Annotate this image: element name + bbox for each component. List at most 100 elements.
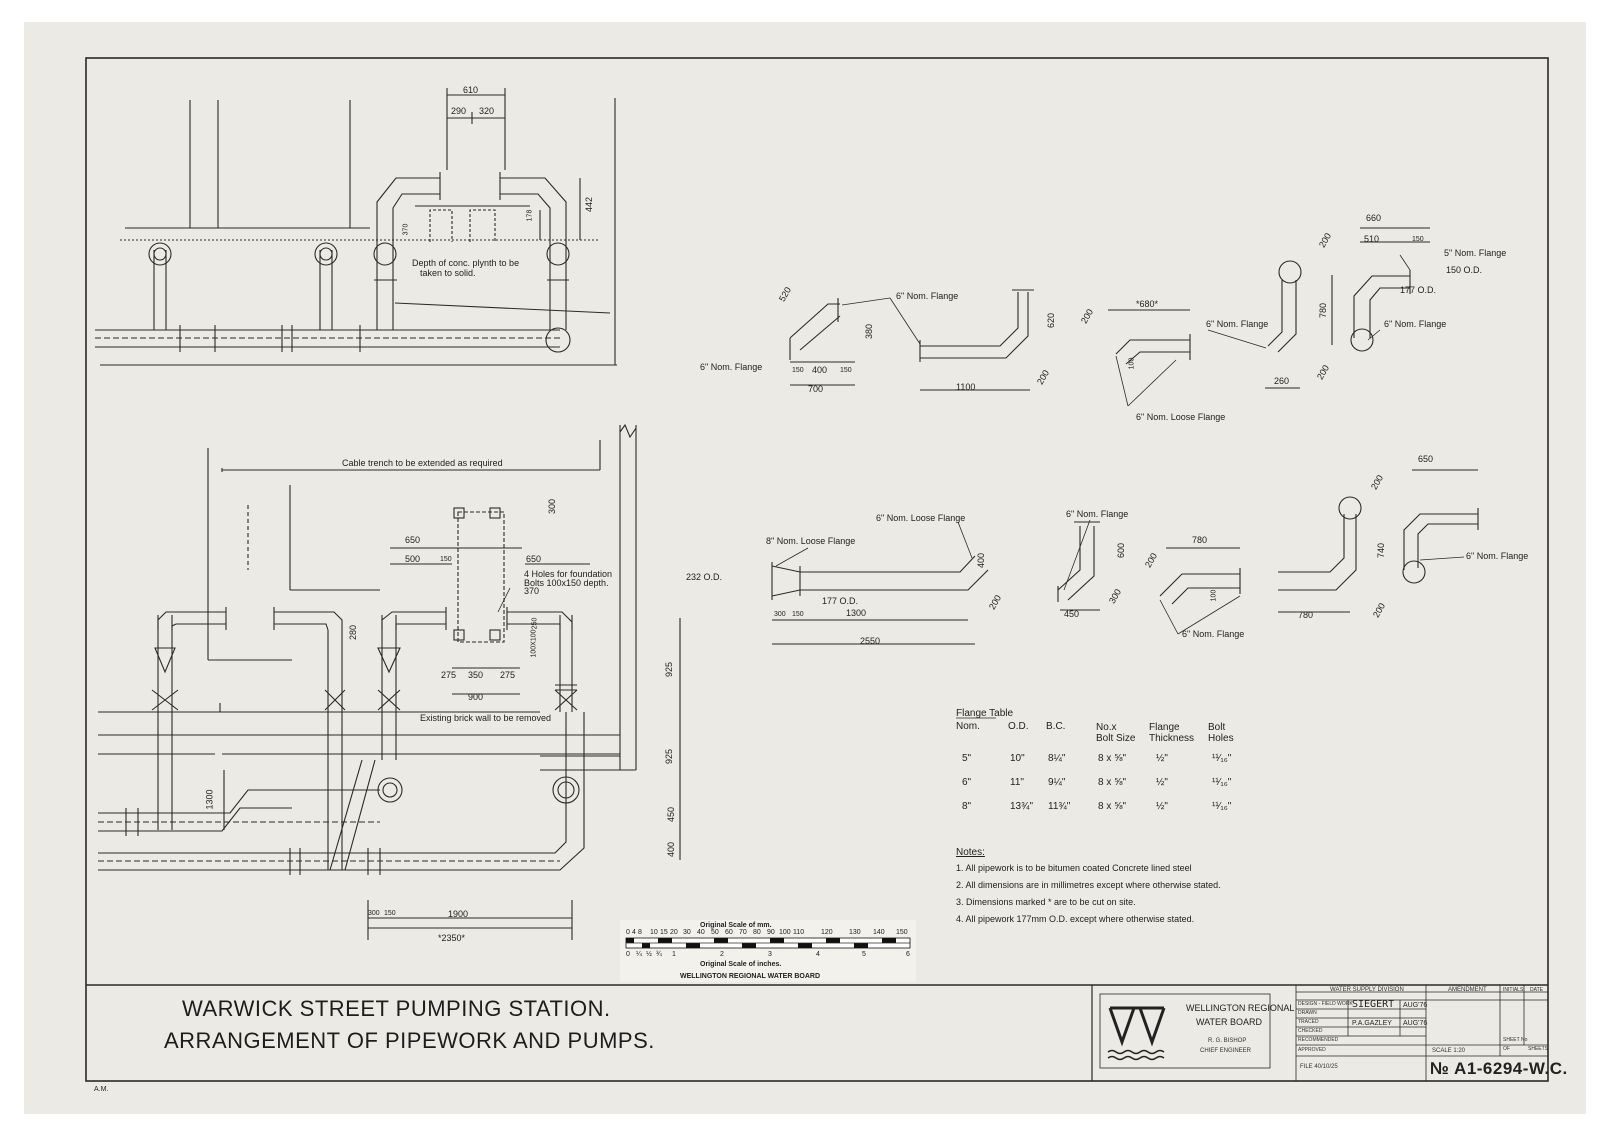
scale-tick: 70: [739, 929, 747, 936]
dim-450-d6: 450: [1064, 609, 1080, 619]
note-item-4: 4. All pipework 177mm O.D. except where …: [956, 914, 1195, 924]
row-label-recommended: RECOMMENDED: [1298, 1037, 1339, 1043]
corner-initials: A.M.: [94, 1086, 109, 1093]
leader-lines: [497, 254, 1465, 635]
label-od-177-top: 177 O.D.: [1400, 285, 1437, 295]
note-item-3: 3. Dimensions marked * are to be cut on …: [956, 897, 1136, 907]
dim-700: 700: [808, 384, 824, 394]
scale-tick: 4: [632, 929, 636, 936]
dim-740: 740: [1376, 542, 1387, 559]
table-cell: 10": [1010, 753, 1025, 764]
table-cell: ½": [1156, 801, 1168, 812]
flange-table-header-bolt-size: No.x Bolt Size: [1096, 722, 1136, 744]
scale-tick: 100: [779, 929, 791, 936]
dim-510: 510: [1364, 234, 1380, 244]
top-elevation-lines: [95, 88, 617, 366]
scale-tick: 2: [720, 951, 724, 958]
plan-lines: [98, 423, 681, 940]
table-cell: ¹¹⁄₁₆": [1212, 801, 1232, 812]
scale-bar-graphics: [620, 920, 916, 982]
dim-1300-d5: 1300: [846, 608, 867, 618]
label-loose-flange-8in: 8" Nom. Loose Flange: [766, 536, 856, 546]
row-label-design: DESIGN - FIELD WORK: [1298, 1001, 1353, 1007]
table-cell: 13¾": [1010, 801, 1034, 812]
dim-300-d5: 300: [774, 611, 786, 618]
dim-260: 260: [1274, 376, 1290, 386]
dim-150-bottom: 150: [384, 910, 396, 917]
dim-610: 610: [463, 85, 479, 95]
dim-100-d3: 100: [1128, 357, 1136, 370]
drawing-title-line1: WARWICK STREET PUMPING STATION.: [182, 996, 611, 1021]
scale-tick: 0: [626, 929, 630, 936]
dim-290: 290: [451, 106, 467, 116]
dim-300-plan: 300: [547, 498, 558, 515]
table-cell: 8¼": [1048, 753, 1066, 764]
dim-275-left: 275: [441, 670, 457, 680]
dim-350: 350: [468, 670, 484, 680]
notes-title: Notes:: [956, 847, 985, 858]
org-name-line2: WATER BOARD: [1196, 1017, 1263, 1027]
scale-tick: 60: [725, 929, 733, 936]
dim-275-right: 275: [500, 670, 516, 680]
label-flange-d6: 6" Nom. Flange: [1066, 509, 1129, 519]
scale-tick: 50: [711, 929, 719, 936]
table-cell: ½": [1156, 753, 1168, 764]
scale-tick: 20: [670, 929, 678, 936]
note-cable-trench: Cable trench to be extended as required: [342, 458, 503, 468]
traced-name: P.A.GAZLEY: [1352, 1020, 1392, 1027]
initials-label: INITIALS: [1503, 987, 1524, 993]
dim-780-d4: 780: [1318, 302, 1329, 319]
dim-600: 600: [1116, 542, 1127, 559]
dim-680: *680*: [1136, 299, 1159, 309]
scale-in-label: Original Scale of inches.: [700, 961, 782, 968]
table-cell: 8": [962, 801, 972, 812]
dim-2350: *2350*: [438, 933, 466, 943]
dim-100x100: 100X100: [530, 629, 538, 658]
dim-442: 442: [584, 196, 595, 213]
design-date: AUG'76: [1403, 1002, 1428, 1009]
flange-table-title: Flange Table: [956, 708, 1014, 719]
date-label: DATE: [1530, 987, 1543, 993]
file-number: FILE 40/10/25: [1300, 1064, 1338, 1070]
scale-tick: 15: [660, 929, 668, 936]
dim-320: 320: [479, 106, 495, 116]
dim-2550: 2550: [860, 636, 881, 646]
dim-1300-plan: 1300: [204, 789, 215, 810]
table-cell: ¹¹⁄₁₆": [1212, 777, 1232, 788]
scale-tick: 4: [816, 951, 820, 958]
dim-1900: 1900: [448, 909, 469, 919]
note-brick-wall: Existing brick wall to be removed: [420, 713, 552, 723]
dim-780-d7: 780: [1192, 535, 1208, 545]
dim-900: 900: [468, 692, 484, 702]
engineer-name: R. G. BISHOP: [1208, 1038, 1247, 1044]
traced-date: AUG'76: [1403, 1020, 1428, 1027]
dim-650-right: 650: [526, 554, 542, 564]
top-details-lines: [789, 227, 1430, 391]
label-flange-d4-right: 6" Nom. Flange: [1384, 319, 1447, 329]
dim-150-plan: 150: [440, 556, 452, 563]
note-item-1: 1. All pipework is to be bitumen coated …: [956, 863, 1192, 873]
scale-tick: 30: [683, 929, 691, 936]
scale-tick: 5: [862, 951, 866, 958]
sheets-label: SHEETS: [1528, 1046, 1549, 1052]
engineer-title: CHIEF ENGINEER: [1200, 1048, 1252, 1054]
dim-400-plan: 400: [666, 841, 677, 858]
dim-400-d5: 400: [976, 552, 987, 569]
label-loose-flange-6in: 6" Nom. Loose Flange: [876, 513, 966, 523]
label-od-150: 150 O.D.: [1446, 265, 1483, 275]
row-label-traced: TRACED: [1298, 1019, 1319, 1025]
flange-table-header-holes: Bolt Holes: [1208, 722, 1234, 744]
dim-250-a: 250: [531, 617, 539, 630]
scale-tick: 90: [767, 929, 775, 936]
label-flange-5in: 5" Nom. Flange: [1444, 248, 1507, 258]
scale-tick: 120: [821, 929, 833, 936]
note-holes-line2: Bolts 100x150 depth.: [524, 578, 609, 588]
table-cell: 8 x ⅝": [1098, 777, 1127, 788]
of-label: OF: [1503, 1046, 1510, 1052]
label-flange-d8: 6" Nom. Flange: [1466, 551, 1529, 561]
drawing-number: № A1-6294-W.C.: [1430, 1059, 1568, 1078]
table-cell: 8 x ⅝": [1098, 801, 1127, 812]
sheet-no-label: SHEET No: [1503, 1037, 1528, 1043]
mid-details-lines: [771, 469, 1479, 645]
